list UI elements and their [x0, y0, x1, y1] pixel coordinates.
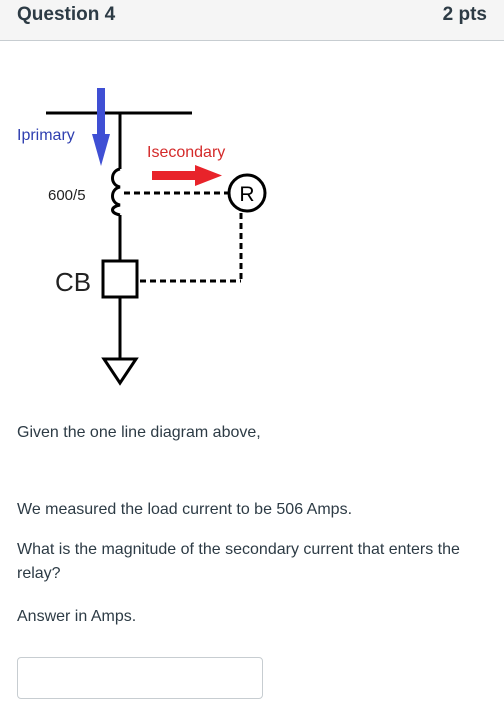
question-intro: Given the one line diagram above,: [17, 424, 261, 441]
label-breaker: CB: [55, 267, 91, 297]
label-secondary: Isecondary: [147, 144, 225, 161]
breaker-box: [101, 259, 139, 299]
question-measurement: We measured the load current to be 506 A…: [17, 501, 353, 518]
relay-circle: [227, 173, 267, 213]
label-ratio: 600/5: [48, 187, 86, 204]
question-header: Question 4 2 pts: [0, 0, 504, 41]
label-relay: R: [239, 183, 254, 206]
label-primary: Iprimary: [17, 127, 75, 144]
load-triangle: [101, 357, 139, 386]
ct-coil: [111, 167, 121, 217]
question-points: 2 pts: [442, 4, 487, 25]
question-units-note: Answer in Amps.: [17, 608, 137, 625]
one-line-diagram: Iprimary Isecondary 600/5 R CB: [17, 88, 267, 386]
primary-current-arrow: [92, 88, 110, 166]
answer-input[interactable]: [17, 657, 263, 699]
question-prompt: What is the magnitude of the secondary c…: [17, 541, 460, 582]
secondary-current-arrow: [152, 165, 222, 186]
question-title: Question 4: [17, 4, 116, 25]
